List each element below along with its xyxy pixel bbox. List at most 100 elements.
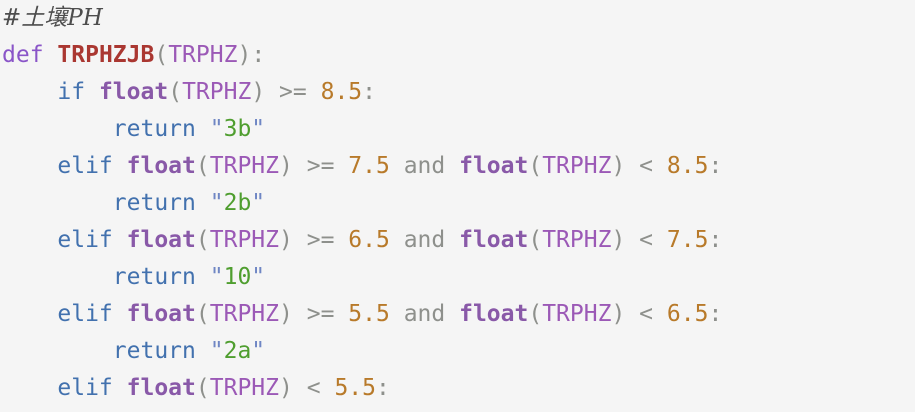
code-token: 8.5 <box>666 153 709 179</box>
line-10-return-2a: return "2a" <box>0 333 915 370</box>
code-token <box>625 227 639 253</box>
code-token: #土壤PH <box>2 5 103 31</box>
code-token <box>390 227 404 253</box>
code-token: TRPHZ <box>168 42 238 68</box>
code-token <box>265 79 279 105</box>
code-token: TRPHZJB <box>57 42 155 68</box>
code-token: >= <box>279 79 307 105</box>
code-token: TRPHZ <box>182 79 252 105</box>
code-token <box>2 227 57 253</box>
code-token: def <box>2 42 44 68</box>
code-token: ) <box>251 79 266 105</box>
code-token: TRPHZ <box>542 153 612 179</box>
code-token: >= <box>306 301 335 327</box>
code-token: " <box>251 264 266 290</box>
code-token: ) <box>279 227 293 253</box>
code-token: and <box>403 153 446 179</box>
code-token <box>293 301 307 327</box>
code-token: if <box>57 79 86 105</box>
code-token: " <box>209 116 224 142</box>
code-token <box>334 301 348 327</box>
code-token <box>445 153 459 179</box>
code-token: float <box>459 153 529 179</box>
code-token: float <box>459 227 529 253</box>
code-token: elif <box>57 301 113 327</box>
code-token: ( <box>528 301 543 327</box>
code-token: float <box>126 227 196 253</box>
code-token: elif <box>57 375 113 401</box>
code-token: < <box>639 227 654 253</box>
code-token <box>390 153 404 179</box>
code-token: < <box>639 153 654 179</box>
code-token: ) <box>611 301 626 327</box>
line-5-elif-75: elif float(TRPHZ) >= 7.5 and float(TRPHZ… <box>0 148 915 185</box>
code-token: 7.5 <box>666 227 709 253</box>
line-8-return-10: return "10" <box>0 259 915 296</box>
code-token: 6.5 <box>348 227 390 253</box>
code-token <box>293 153 307 179</box>
code-token: elif <box>57 227 113 253</box>
code-token <box>653 301 667 327</box>
code-token: 5.5 <box>334 375 376 401</box>
code-token <box>334 227 348 253</box>
code-token: ( <box>195 301 210 327</box>
code-token: float <box>459 301 529 327</box>
code-token: < <box>306 375 321 401</box>
code-token <box>625 153 639 179</box>
code-token <box>2 153 57 179</box>
code-token: ( <box>168 79 183 105</box>
code-token: ( <box>154 42 169 68</box>
code-token: ( <box>528 153 543 179</box>
code-token: ) <box>279 375 293 401</box>
code-token <box>2 79 57 105</box>
code-token: : <box>708 227 723 253</box>
code-token: 7.5 <box>348 153 390 179</box>
code-token <box>653 227 667 253</box>
code-token <box>2 375 57 401</box>
code-token <box>196 264 210 290</box>
code-token: ( <box>195 375 210 401</box>
code-token <box>307 79 321 105</box>
code-token: " <box>251 116 266 142</box>
code-token: return <box>112 338 196 364</box>
code-token <box>44 42 58 68</box>
line-2-def: def TRPHZJB(TRPHZ): <box>0 37 915 74</box>
code-token: " <box>209 264 224 290</box>
code-token <box>2 190 113 216</box>
code-token: ) <box>611 153 626 179</box>
code-token: 2a <box>223 338 252 364</box>
line-12-return-3a: return "3a" <box>0 407 915 412</box>
line-4-return-3b: return "3b" <box>0 111 915 148</box>
code-token: " <box>251 338 266 364</box>
line-3-if: if float(TRPHZ) >= 8.5: <box>0 74 915 111</box>
code-token: " <box>209 338 224 364</box>
code-token <box>445 227 459 253</box>
code-token: " <box>209 190 224 216</box>
line-6-return-2b: return "2b" <box>0 185 915 222</box>
code-token: TRPHZ <box>209 153 279 179</box>
code-token <box>445 301 459 327</box>
code-token: TRPHZ <box>209 375 279 401</box>
code-token: : <box>708 153 723 179</box>
code-token: " <box>251 190 266 216</box>
code-token: ( <box>528 227 543 253</box>
code-token <box>113 301 127 327</box>
code-token: ) <box>279 153 293 179</box>
code-token: 10 <box>223 264 252 290</box>
code-token: ) <box>237 42 252 68</box>
code-token <box>321 375 335 401</box>
code-token <box>2 116 113 142</box>
code-token <box>625 301 639 327</box>
code-token: >= <box>306 227 335 253</box>
code-token: ) <box>611 227 626 253</box>
code-token <box>196 190 210 216</box>
code-token: 8.5 <box>320 79 363 105</box>
code-token <box>113 227 127 253</box>
code-token: float <box>126 301 196 327</box>
code-token <box>653 153 667 179</box>
code-token: TRPHZ <box>209 301 279 327</box>
line-1-comment: #土壤PH <box>0 0 915 37</box>
code-token: : <box>708 301 723 327</box>
